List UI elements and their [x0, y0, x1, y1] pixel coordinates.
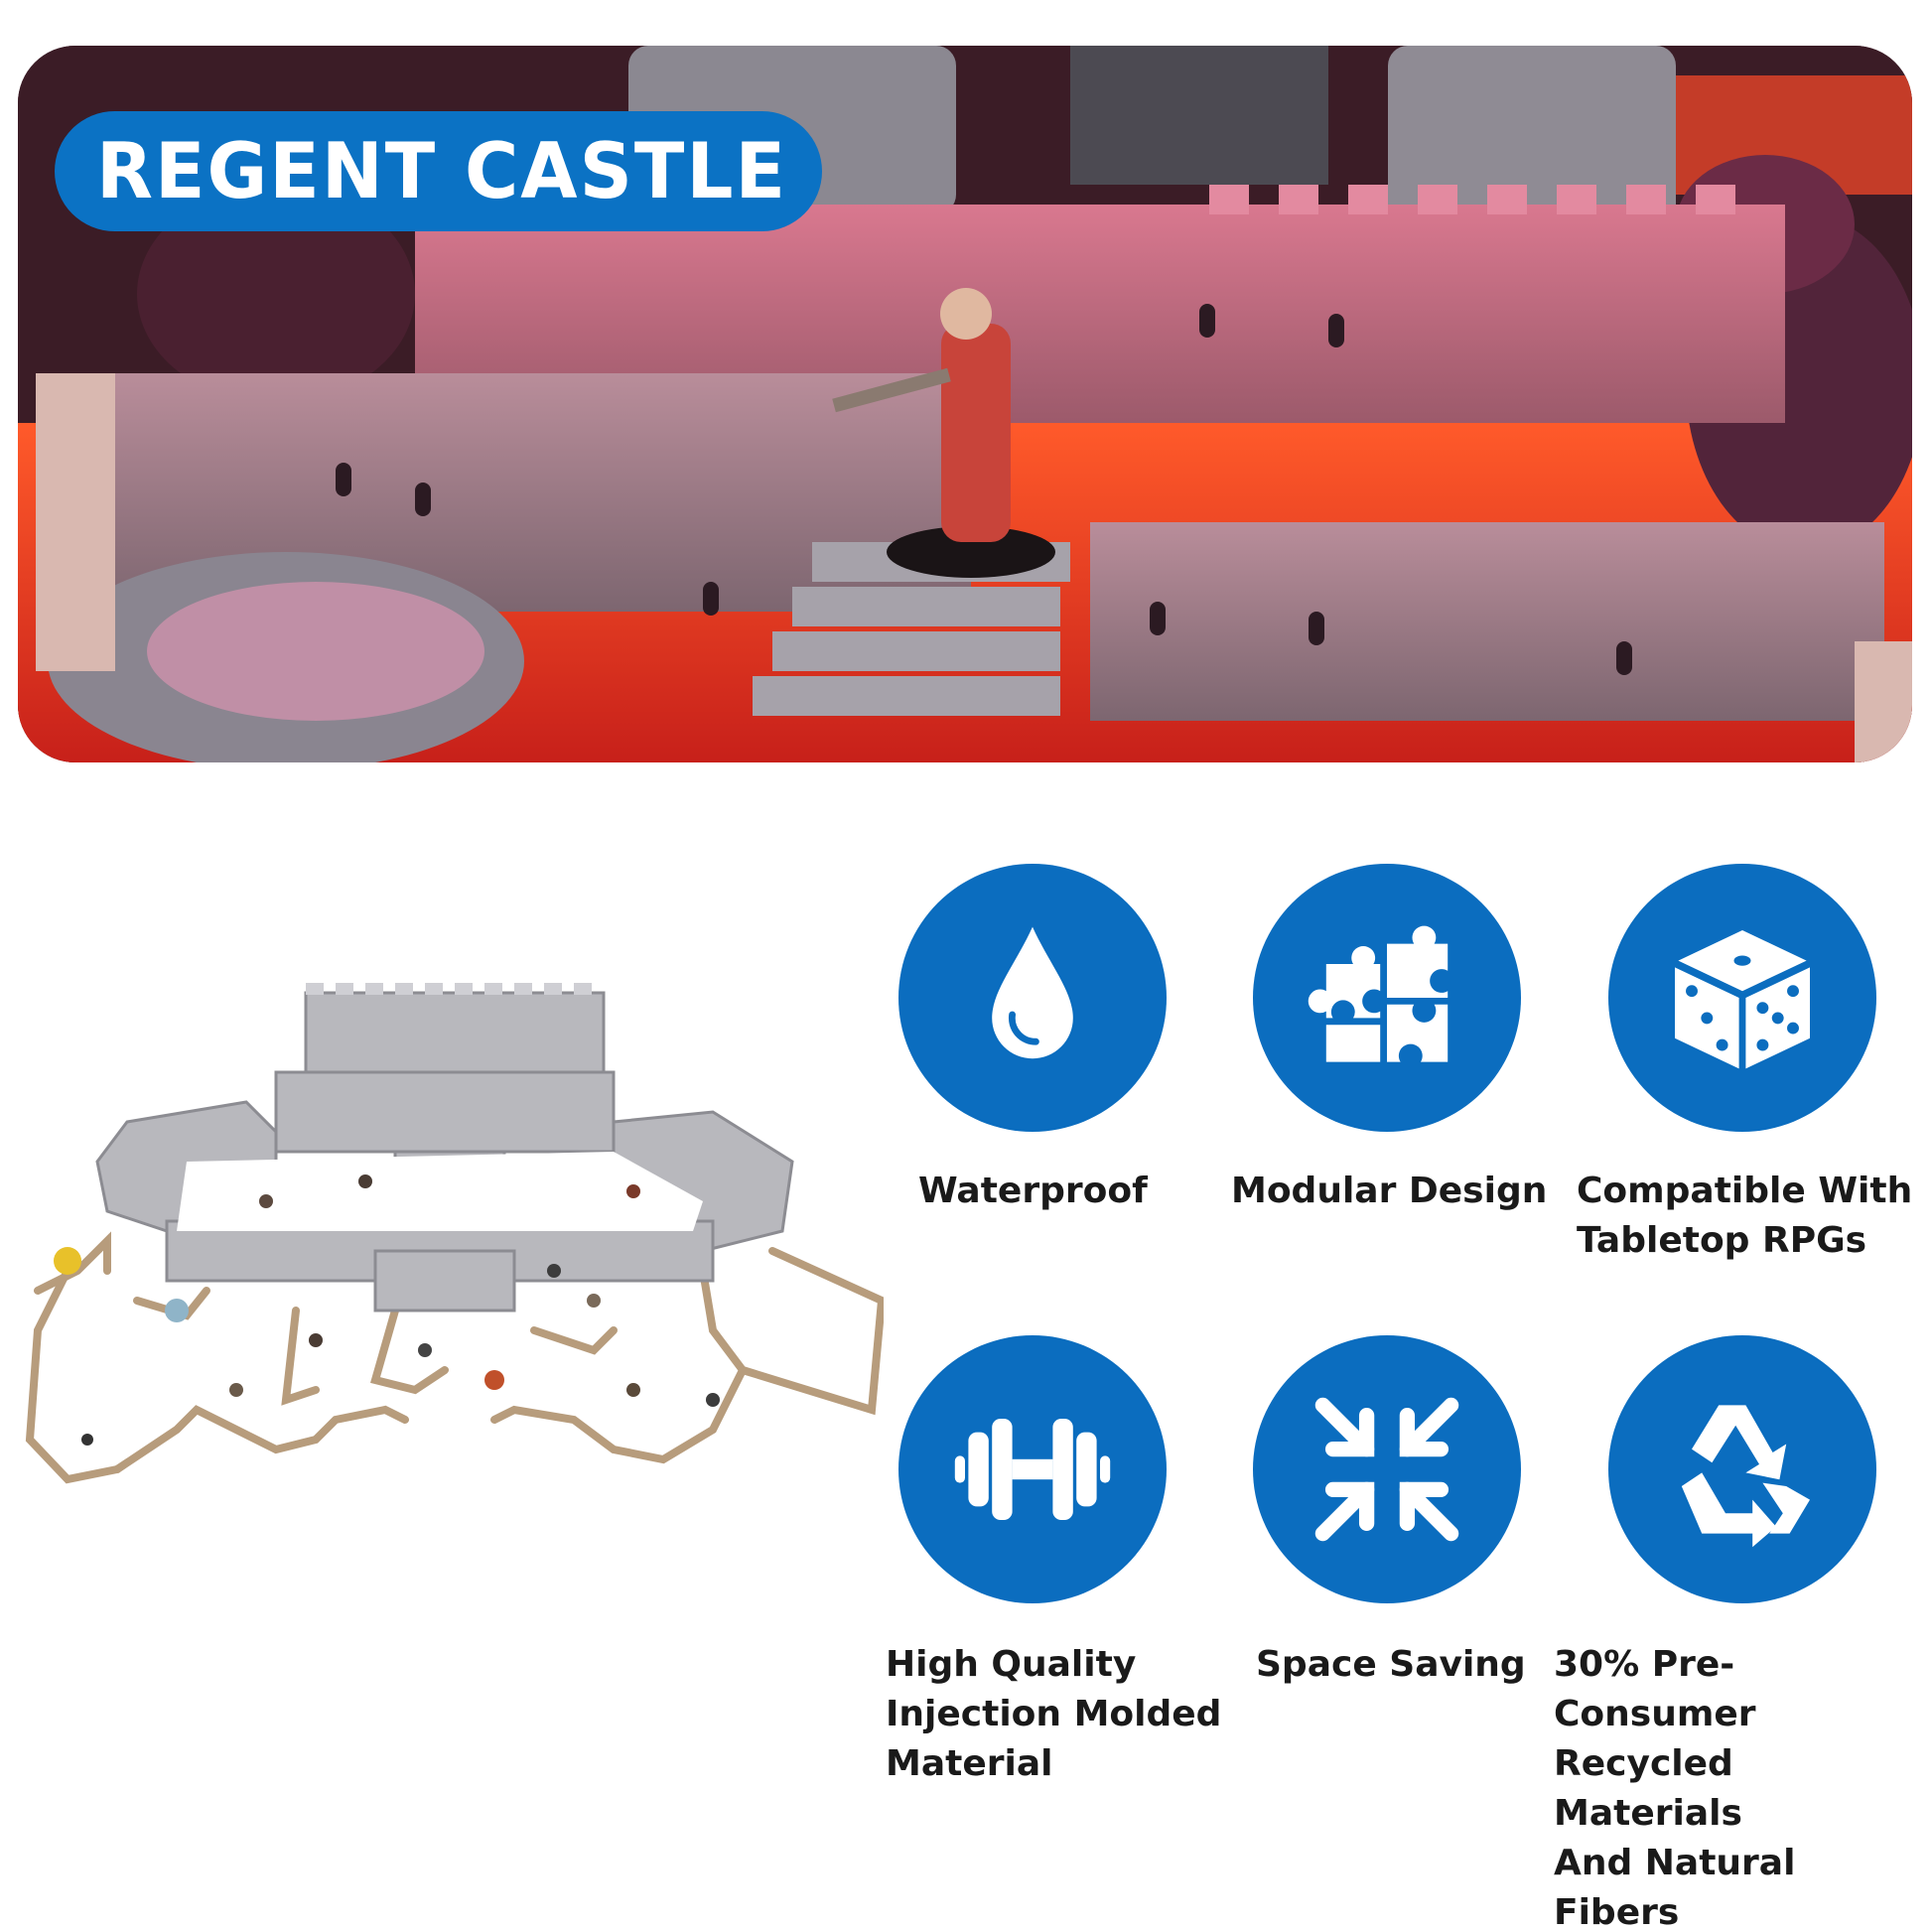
feature-label-compatible: Compatible With Tabletop RPGs — [1577, 1171, 1913, 1261]
feature-label-recycled: 30% Pre-Consumer Recycled Materials And … — [1554, 1644, 1796, 1932]
dice-icon — [1675, 930, 1810, 1069]
feature-icon-modular — [1253, 864, 1521, 1132]
feature-icon-waterproof — [898, 864, 1167, 1132]
water-drop-icon — [992, 926, 1073, 1059]
castle-lava-battle-photo — [18, 46, 1912, 762]
puzzle-icon — [1308, 925, 1449, 1062]
recycle-icon — [1681, 1405, 1810, 1548]
regent-castle-full-layout-render — [25, 983, 887, 1484]
feature-icon-dice — [1608, 864, 1876, 1132]
feature-label-space: Space Saving — [1256, 1644, 1526, 1685]
page-title: REGENT CASTLE — [96, 126, 788, 216]
compress-arrows-icon — [1314, 1397, 1459, 1542]
feature-icon-recycled — [1608, 1335, 1876, 1603]
feature-icon-quality — [898, 1335, 1167, 1603]
product-render — [18, 973, 887, 1489]
dumbbell-icon — [954, 1419, 1111, 1520]
feature-label-quality: High Quality Injection Molded Material — [886, 1644, 1222, 1784]
title-pill: REGENT CASTLE — [55, 111, 822, 231]
feature-icon-space — [1253, 1335, 1521, 1603]
hero-photo: REGENT CASTLE — [18, 46, 1912, 762]
feature-label-waterproof: Waterproof — [918, 1171, 1148, 1211]
feature-label-modular: Modular Design — [1231, 1171, 1548, 1211]
